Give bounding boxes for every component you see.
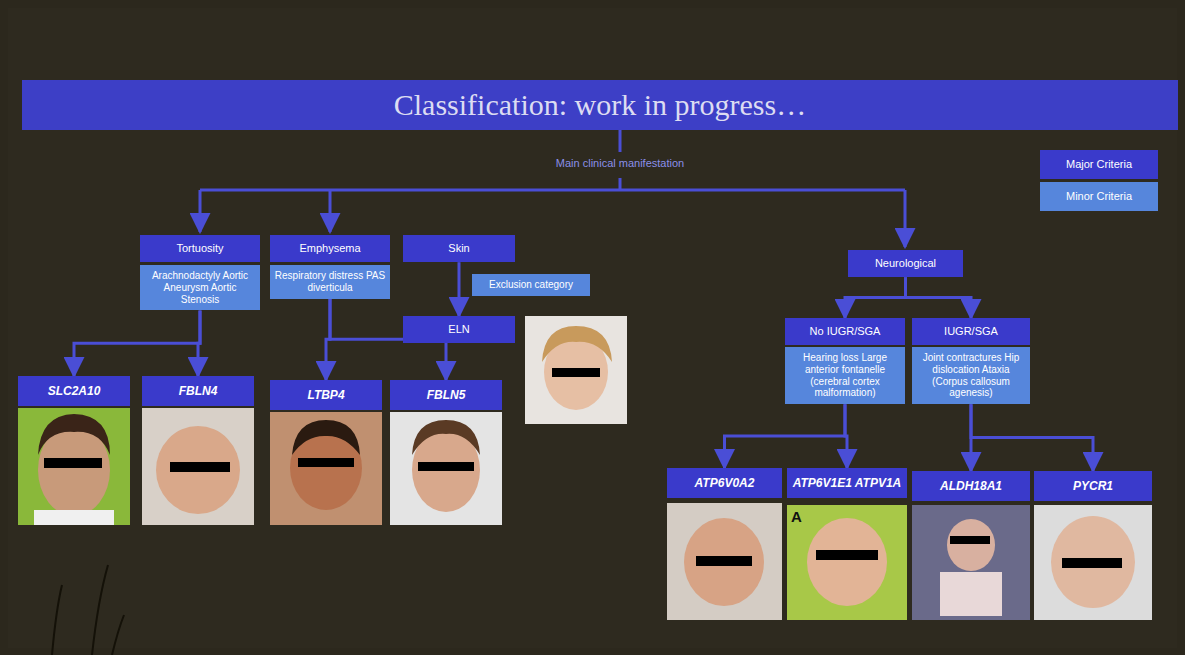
gene-box: ATP6V1E1 ATPV1A	[787, 468, 907, 498]
major-criterion-box: No IUGR/SGA	[785, 318, 905, 345]
node-text: FBLN5	[394, 388, 498, 402]
major-criterion-box: Emphysema	[270, 235, 390, 262]
node-text: ATP6V0A2	[671, 476, 778, 490]
gene-box: FBLN5	[390, 380, 502, 410]
major-criterion-box: Tortuosity	[140, 235, 260, 262]
tree-connector	[845, 404, 847, 468]
major-criterion-box: ELN	[403, 316, 515, 343]
major-criterion-box: Neurological	[848, 250, 963, 277]
node-text: Hearing loss Large anterior fontanelle (…	[789, 352, 901, 399]
gene-box: SLC2A10	[18, 376, 130, 406]
tree-connector	[198, 310, 200, 376]
slide-title: Classification: work in progress…	[22, 80, 1178, 130]
major-criterion-box: IUGR/SGA	[912, 318, 1030, 345]
minor-criterion-box: Respiratory distress PAS diverticula	[270, 265, 390, 299]
minor-criterion-box: Joint contractures Hip dislocation Ataxi…	[912, 347, 1030, 404]
minor-criterion-box: Hearing loss Large anterior fontanelle (…	[785, 347, 905, 404]
node-text: LTBP4	[274, 388, 378, 402]
branch-caption: Main clinical manifestation	[500, 157, 740, 169]
node-text: Neurological	[852, 257, 959, 270]
node-text: Arachnodactyly Aortic Aneurysm Aortic St…	[144, 270, 256, 305]
node-text: Respiratory distress PAS diverticula	[274, 270, 386, 294]
node-text: ELN	[407, 323, 511, 336]
gene-box: ATP6V0A2	[667, 468, 782, 498]
node-text: IUGR/SGA	[916, 325, 1026, 338]
gene-box: LTBP4	[270, 380, 382, 410]
tree-connector	[845, 277, 906, 318]
tree-connector	[74, 310, 200, 376]
gene-box: PYCR1	[1034, 471, 1152, 501]
node-text: Tortuosity	[144, 242, 256, 255]
legend-text: Minor Criteria	[1044, 190, 1154, 203]
minor-criterion-box: Exclusion category	[472, 274, 590, 296]
legend-text: Major Criteria	[1044, 158, 1154, 171]
node-text: SLC2A10	[22, 384, 126, 398]
node-text: PYCR1	[1038, 479, 1148, 493]
gene-box: FBLN4	[142, 376, 254, 406]
legend-swatch: Major Criteria	[1040, 150, 1158, 179]
node-text: Skin	[407, 242, 511, 255]
tree-connector	[725, 404, 846, 468]
major-criterion-box: Skin	[403, 235, 515, 262]
gene-box: ALDH18A1	[912, 471, 1030, 501]
legend-swatch: Minor Criteria	[1040, 182, 1158, 211]
minor-criterion-box: Arachnodactyly Aortic Aneurysm Aortic St…	[140, 265, 260, 310]
tree-connector	[458, 262, 461, 316]
node-text: FBLN4	[146, 384, 250, 398]
panel-letter: A	[791, 508, 811, 525]
node-text: Emphysema	[274, 242, 386, 255]
tree-connector	[906, 277, 972, 318]
node-text: Exclusion category	[476, 279, 586, 291]
tree-connector	[971, 404, 1093, 471]
node-text: No IUGR/SGA	[789, 325, 901, 338]
node-text: ATP6V1E1 ATPV1A	[791, 476, 903, 490]
node-text: ALDH18A1	[916, 479, 1026, 493]
node-text: Joint contractures Hip dislocation Ataxi…	[916, 352, 1026, 399]
